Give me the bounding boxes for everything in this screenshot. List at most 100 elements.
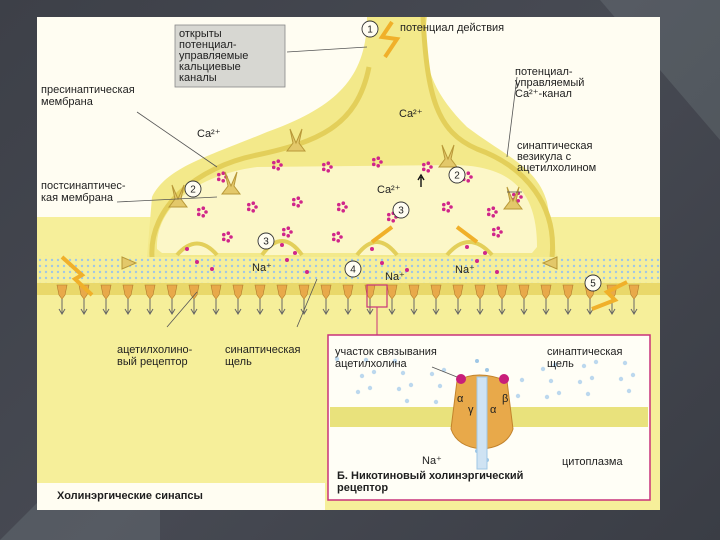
- acetylcholine-dot: [491, 214, 495, 218]
- acetylcholine-dot: [222, 238, 226, 242]
- inset-dot: [372, 370, 376, 374]
- acetylcholine-dot: [326, 161, 330, 165]
- acetylcholine-dot: [422, 168, 426, 172]
- acetylcholine-dot: [429, 165, 433, 169]
- step-marker: 3: [393, 202, 409, 218]
- acetylcholine-dot: [442, 203, 446, 207]
- acetylcholine-dot: [466, 171, 470, 175]
- acetylcholine-dot: [251, 201, 255, 205]
- acetylcholine-dot: [292, 198, 296, 202]
- inset-dot: [557, 391, 561, 395]
- nicotinic-receptor-inset: α γ α β участок связывания ацетилхолина …: [328, 335, 650, 500]
- acetylcholine-dot: [289, 230, 293, 234]
- step-number: 2: [454, 171, 460, 182]
- acetylcholine-dot: [197, 213, 201, 217]
- acetylcholine-dot: [487, 208, 491, 212]
- acetylcholine-dot: [337, 203, 341, 207]
- inset-dot: [578, 380, 582, 384]
- step-marker: 3: [258, 233, 274, 249]
- acetylcholine-dot: [387, 218, 391, 222]
- acetylcholine-dot: [276, 159, 280, 163]
- acetylcholine-dot: [272, 161, 276, 165]
- acetylcholine-dot: [380, 261, 384, 265]
- inset-dot: [368, 386, 372, 390]
- acetylcholine-dot: [344, 205, 348, 209]
- ion-channel-pore: [477, 377, 487, 469]
- ach-receptor-label: ацетилхолино- вый рецептор: [117, 344, 195, 368]
- acetylcholine-dot: [496, 226, 500, 230]
- acetylcholine-dot: [519, 195, 523, 199]
- sodium-label-2: Na⁺: [385, 271, 405, 283]
- acetylcholine-dot: [376, 156, 380, 160]
- sodium-label-1: Na⁺: [252, 262, 272, 274]
- acetylcholine-dot: [495, 270, 499, 274]
- inset-dot: [623, 361, 627, 365]
- inset-dot: [430, 372, 434, 376]
- acetylcholine-dot: [217, 173, 221, 177]
- subunit-beta: β: [502, 393, 508, 405]
- acetylcholine-dot: [469, 175, 473, 179]
- step-number: 2: [190, 185, 196, 196]
- synaptic-vesicle-label: синаптическая везикула с ацетилхолином: [517, 140, 596, 174]
- inset-dot: [549, 379, 553, 383]
- acetylcholine-dot: [446, 209, 450, 213]
- step-marker: 2: [185, 181, 201, 197]
- acetylcholine-dot: [491, 206, 495, 210]
- acetylcholine-dot: [286, 234, 290, 238]
- inset-dot: [520, 378, 524, 382]
- subunit-alpha-1: α: [457, 393, 464, 405]
- acetylcholine-dot: [247, 208, 251, 212]
- inset-ion-dot: [475, 359, 479, 363]
- acetylcholine-dot: [276, 167, 280, 171]
- acetylcholine-dot: [336, 239, 340, 243]
- acetylcholine-dot: [282, 228, 286, 232]
- acetylcholine-dot: [332, 238, 336, 242]
- acetylcholine-dot: [226, 239, 230, 243]
- step-marker: 5: [585, 275, 601, 291]
- inset-dot: [541, 367, 545, 371]
- acetylcholine-dot: [201, 206, 205, 210]
- acetylcholine-dot: [251, 209, 255, 213]
- cytoplasm-label: цитоплазма: [562, 456, 623, 468]
- inset-ion-dot: [485, 368, 489, 372]
- acetylcholine-dot: [293, 251, 297, 255]
- acetylcholine-dot: [442, 208, 446, 212]
- inset-dot: [397, 387, 401, 391]
- acetylcholine-dot: [282, 233, 286, 237]
- acetylcholine-dot: [475, 259, 479, 263]
- inset-dot: [409, 383, 413, 387]
- acetylcholine-dot: [496, 234, 500, 238]
- acetylcholine-dot: [426, 169, 430, 173]
- inset-dot: [590, 376, 594, 380]
- acetylcholine-dot: [372, 163, 376, 167]
- acetylcholine-dot: [426, 161, 430, 165]
- inset-dot: [619, 377, 623, 381]
- inset-dot: [627, 389, 631, 393]
- inset-dot: [401, 371, 405, 375]
- step-number: 3: [398, 206, 404, 217]
- step-marker: 4: [345, 261, 361, 277]
- acetylcholine-dot: [272, 166, 276, 170]
- vesicle-region: [157, 165, 537, 253]
- figure-caption: Холинэргические синапсы: [57, 490, 203, 502]
- ach-binding-site-icon: [456, 374, 466, 384]
- acetylcholine-dot: [222, 233, 226, 237]
- acetylcholine-dot: [285, 258, 289, 262]
- acetylcholine-dot: [370, 247, 374, 251]
- synapse-diagram: 1223345 открыты потенциал- управляемые к…: [37, 17, 660, 510]
- step-number: 4: [350, 265, 356, 276]
- acetylcholine-dot: [332, 233, 336, 237]
- action-potential-label: потенциал действия: [400, 22, 504, 34]
- acetylcholine-dot: [221, 171, 225, 175]
- acetylcholine-dot: [279, 163, 283, 167]
- acetylcholine-dot: [217, 178, 221, 182]
- acetylcholine-dot: [299, 200, 303, 204]
- subunit-gamma: γ: [468, 404, 474, 416]
- acetylcholine-dot: [296, 196, 300, 200]
- acetylcholine-dot: [422, 163, 426, 167]
- inset-dot: [594, 360, 598, 364]
- subunit-alpha-2: α: [490, 404, 497, 416]
- acetylcholine-dot: [341, 209, 345, 213]
- calcium-label-top: Ca²⁺: [399, 108, 423, 120]
- calcium-label-inside: Ca²⁺: [377, 184, 401, 196]
